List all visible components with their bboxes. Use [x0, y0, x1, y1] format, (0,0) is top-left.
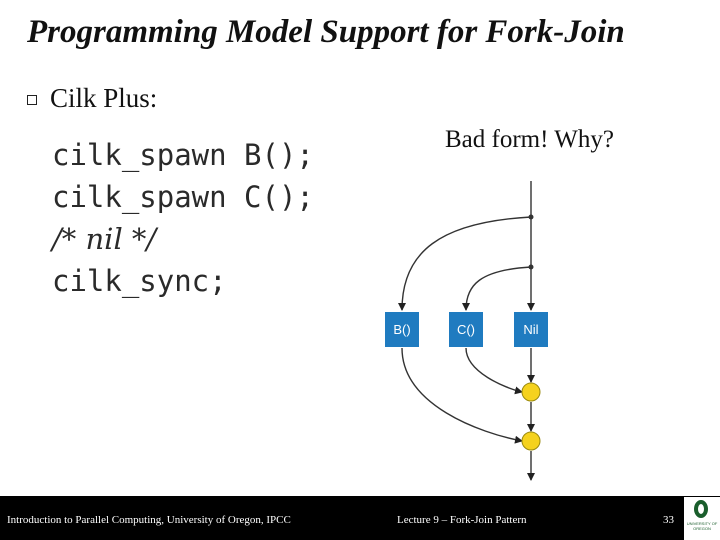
- node-nil-label: Nil: [523, 322, 538, 337]
- bullet-text: Cilk Plus:: [50, 82, 158, 113]
- node-b: [385, 312, 419, 347]
- footer-course-text: Introduction to Parallel Computing, Univ…: [7, 514, 291, 526]
- code-line-sync: cilk_sync;: [52, 264, 227, 298]
- fork-point-c: [528, 264, 534, 270]
- fork-edge-b: [398, 216, 532, 311]
- square-bullet-icon: [27, 95, 37, 105]
- footer-bar: Introduction to Parallel Computing, Univ…: [0, 496, 720, 540]
- code-line-spawn-c: cilk_spawn C();: [52, 180, 314, 214]
- page-number: 33: [663, 514, 674, 526]
- question-text: Bad form! Why?: [445, 126, 614, 153]
- fork-point-b: [528, 214, 534, 220]
- university-logo: UNIVERSITY OF OREGON: [684, 497, 720, 540]
- sync-point-2: [521, 431, 541, 451]
- node-b-label: B(): [393, 322, 410, 337]
- fork-edge-c: [462, 266, 532, 311]
- slide-title: Programming Model Support for Fork-Join: [27, 14, 625, 50]
- o-logo-icon: [694, 500, 708, 518]
- code-line-comment: /* nil */: [52, 222, 157, 256]
- code-block: cilk_spawn B(); cilk_spawn C(); /* nil *…: [52, 134, 314, 302]
- node-nil: [514, 312, 548, 347]
- join-edge-c: [465, 347, 523, 395]
- footer-lecture-text: Lecture 9 – Fork-Join Pattern: [397, 514, 527, 526]
- join-edge-b: [401, 347, 523, 444]
- code-line-spawn-b: cilk_spawn B();: [52, 138, 314, 172]
- node-c: [449, 312, 483, 347]
- node-c-label: C(): [457, 322, 475, 337]
- sync-point-1: [521, 382, 541, 402]
- bullet-item: Cilk Plus:: [27, 80, 157, 116]
- fork-join-diagram: B() C() Nil: [385, 181, 548, 481]
- logo-wordmark: UNIVERSITY OF OREGON: [686, 521, 718, 531]
